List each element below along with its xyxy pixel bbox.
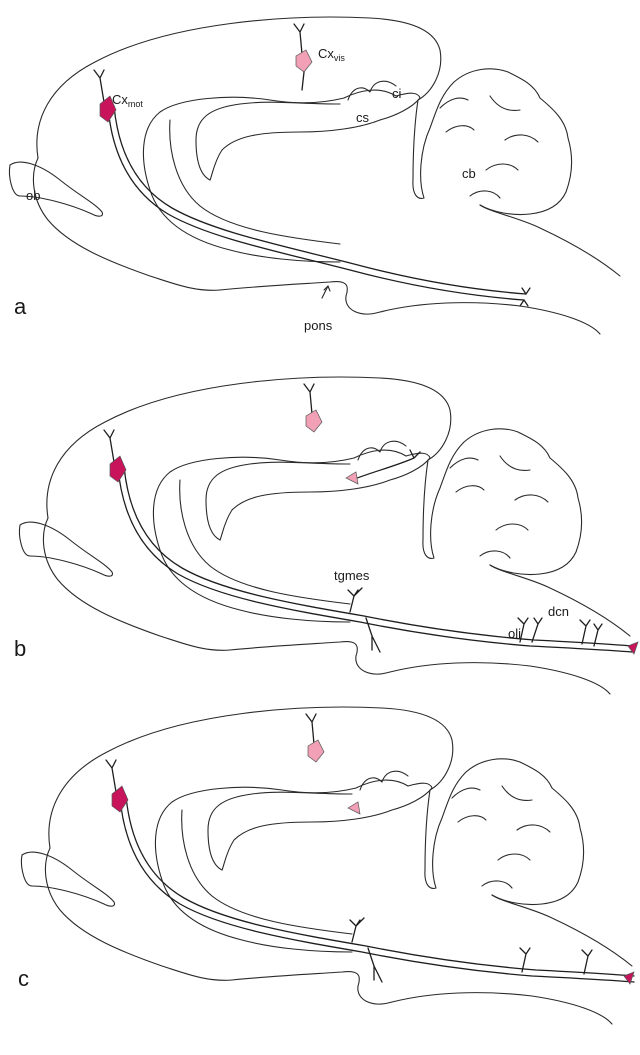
panel-label-c: c bbox=[18, 966, 29, 991]
label-cs: cs bbox=[356, 110, 370, 125]
motor-neuron-c bbox=[106, 760, 128, 812]
label-pons: pons bbox=[304, 318, 333, 333]
label-cb: cb bbox=[462, 166, 476, 181]
visual-neuron-b bbox=[304, 384, 322, 432]
panel-a: a Cxmot Cxvis ci cs cb ob pons bbox=[9, 17, 620, 334]
motor-neuron-b bbox=[104, 430, 126, 482]
panel-c: c bbox=[18, 707, 634, 1024]
panel-label-a: a bbox=[14, 294, 27, 319]
panel-label-b: b bbox=[14, 636, 26, 661]
label-cx-vis: Cxvis bbox=[318, 46, 345, 63]
label-ob: ob bbox=[26, 188, 40, 203]
label-dcn: dcn bbox=[548, 604, 569, 619]
label-cx-mot: Cxmot bbox=[112, 92, 143, 109]
label-tgmes: tgmes bbox=[334, 568, 370, 583]
label-ci: ci bbox=[392, 86, 402, 101]
panel-b: b tgmes oli dcn bbox=[14, 377, 638, 694]
brain-outline-a bbox=[9, 17, 620, 334]
visual-neuron-a bbox=[294, 24, 312, 90]
label-oli: oli bbox=[508, 626, 521, 641]
visual-neuron-c bbox=[306, 714, 324, 762]
